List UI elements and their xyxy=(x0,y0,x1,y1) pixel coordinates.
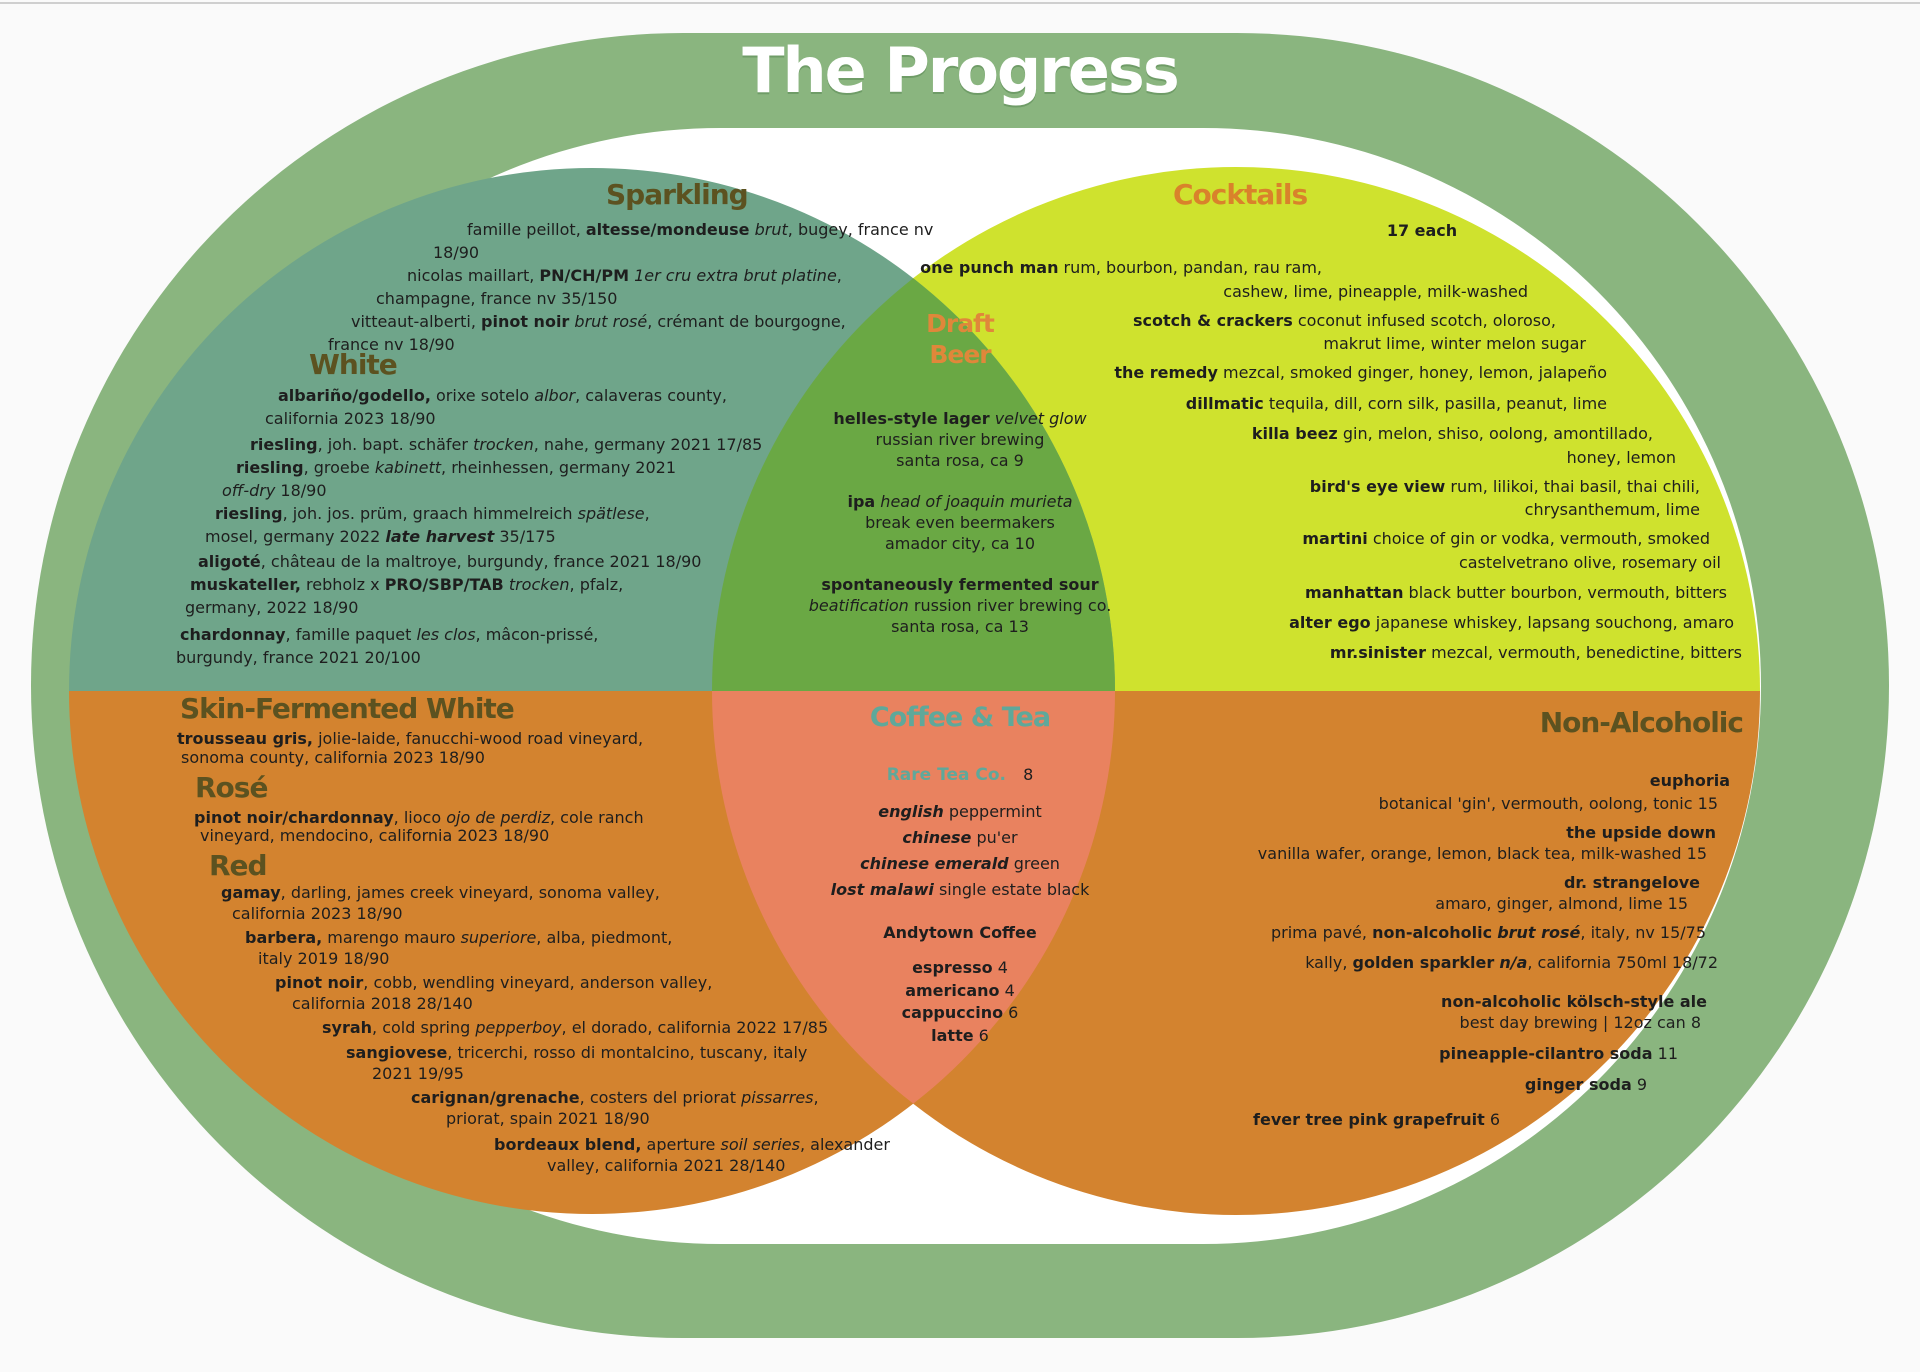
draft-beer-item: break even beermakers xyxy=(760,512,1160,533)
heading-white: White xyxy=(309,348,398,381)
draft-beer-item: ipa head of joaquin murieta xyxy=(760,491,1160,512)
draft-beer-item: spontaneously fermented sour xyxy=(760,574,1160,595)
item-name: chinese xyxy=(902,828,972,847)
item-detail: russian river brewing xyxy=(875,430,1045,449)
draft-beer-item: santa rosa, ca 9 xyxy=(760,450,1160,471)
item-name: espresso xyxy=(912,958,993,977)
draft-beer-item: russian river brewing xyxy=(760,429,1160,450)
coffee-item: latte 6 xyxy=(760,1025,1160,1048)
item-name: english xyxy=(878,802,944,821)
heading-skin-fermented-white: Skin-Fermented White xyxy=(180,692,515,725)
heading-draft-beer-line1: Draft xyxy=(926,309,995,338)
item-detail: amador city, ca 10 xyxy=(884,534,1035,553)
item-detail: break even beermakers xyxy=(865,513,1055,532)
heading-cocktails: Cocktails xyxy=(1173,178,1308,211)
item-name: americano xyxy=(905,980,1000,1000)
item-detail: 6 xyxy=(973,1025,989,1045)
item-style: velvet glow xyxy=(994,409,1087,428)
heading-red: Red xyxy=(209,849,268,882)
item-name: chinese emerald xyxy=(860,854,1009,873)
item-detail: santa rosa, ca 9 xyxy=(896,451,1024,470)
item-detail: pu'er xyxy=(971,828,1018,847)
tea-item: english peppermint xyxy=(760,799,1160,825)
item-detail: green xyxy=(1008,854,1060,873)
tea-item: chinese emerald green xyxy=(760,851,1160,877)
item-name: cappuccino xyxy=(901,1003,1004,1022)
draft-beer-item xyxy=(760,471,1160,491)
coffee-item: americano 4 xyxy=(760,980,1160,1003)
item-name: spontaneously fermented sour xyxy=(821,575,1099,594)
coffee-item: espresso 4 xyxy=(760,957,1160,980)
heading-sparkling: Sparkling xyxy=(606,178,749,211)
draft-beer-item: amador city, ca 10 xyxy=(760,533,1160,554)
tea-heading-row: Rare Tea Co. 8 xyxy=(760,765,1160,786)
tea-price: 8 xyxy=(1023,765,1034,784)
cocktails-price-note: 17 each xyxy=(1386,221,1458,240)
tea-item: chinese pu'er xyxy=(760,825,1160,851)
item-name: latte xyxy=(931,1025,974,1045)
item-name: ipa xyxy=(847,492,876,511)
item-detail: peppermint xyxy=(943,802,1042,821)
draft-beer-item xyxy=(760,554,1160,574)
item-detail: single estate black xyxy=(933,880,1090,899)
item-detail: 4 xyxy=(999,980,1015,1000)
heading-coffee-tea: Coffee & Tea xyxy=(869,702,1051,733)
heading-rose: Rosé xyxy=(195,771,268,804)
heading-non-alcoholic: Non-Alcoholic xyxy=(1539,706,1744,739)
item-detail: 6 xyxy=(1003,1003,1019,1022)
menu-title: The Progress xyxy=(742,34,1180,107)
item-style: head of joaquin murieta xyxy=(880,492,1073,511)
draft-beer-item: beatification russion river brewing co. xyxy=(760,595,1160,616)
item-detail: santa rosa, ca 13 xyxy=(891,617,1029,636)
coffee-heading: Andytown Coffee xyxy=(883,923,1037,942)
item-name: lost malawi xyxy=(830,880,934,899)
coffee-item: cappuccino 6 xyxy=(760,1002,1160,1025)
item-style: beatification xyxy=(808,596,909,615)
draft-beer-item: santa rosa, ca 13 xyxy=(760,616,1160,637)
draft-beer-item: helles-style lager velvet glow xyxy=(760,408,1160,429)
tea-heading: Rare Tea Co. xyxy=(886,765,1006,785)
tea-item: lost malawi single estate black xyxy=(760,877,1160,903)
heading-draft-beer-line2: Beer xyxy=(929,340,991,369)
item-detail: russion river brewing co. xyxy=(908,596,1112,615)
item-name: helles-style lager xyxy=(833,409,990,428)
item-detail: 4 xyxy=(992,958,1008,977)
heading-draft-beer: Draft Beer xyxy=(880,308,1040,370)
